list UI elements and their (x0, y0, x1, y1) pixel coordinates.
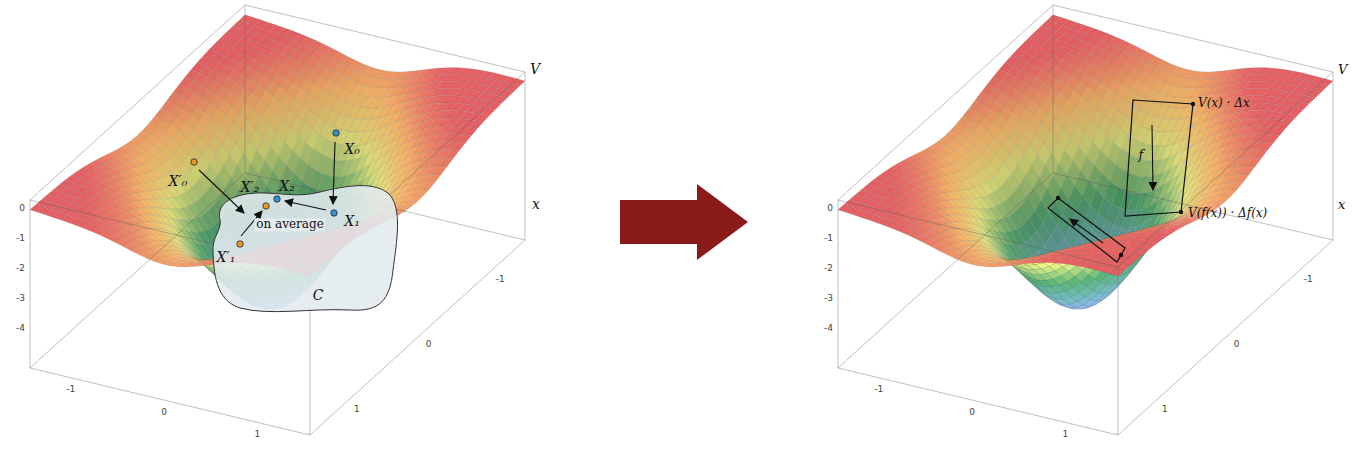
surface-patch (469, 121, 483, 129)
surface-patch (458, 135, 472, 143)
surface-patch (440, 158, 454, 166)
surface-patch (428, 174, 442, 182)
surface (838, 15, 1333, 309)
surface-patch (404, 201, 418, 206)
surface-patch (446, 150, 460, 159)
box-edge (30, 173, 245, 368)
surface-patch (422, 182, 436, 189)
surface-patch (416, 189, 430, 196)
surface-patch (434, 166, 448, 174)
box-edge (245, 5, 525, 72)
plot-box (30, 5, 525, 435)
box-edge (30, 5, 245, 200)
surface-patch (410, 196, 424, 202)
box-edge (30, 368, 310, 435)
surface-patch (463, 127, 477, 135)
surface-patch (452, 142, 466, 150)
box-edge (245, 5, 246, 173)
box-edge (525, 72, 526, 240)
box-edge (30, 200, 31, 368)
